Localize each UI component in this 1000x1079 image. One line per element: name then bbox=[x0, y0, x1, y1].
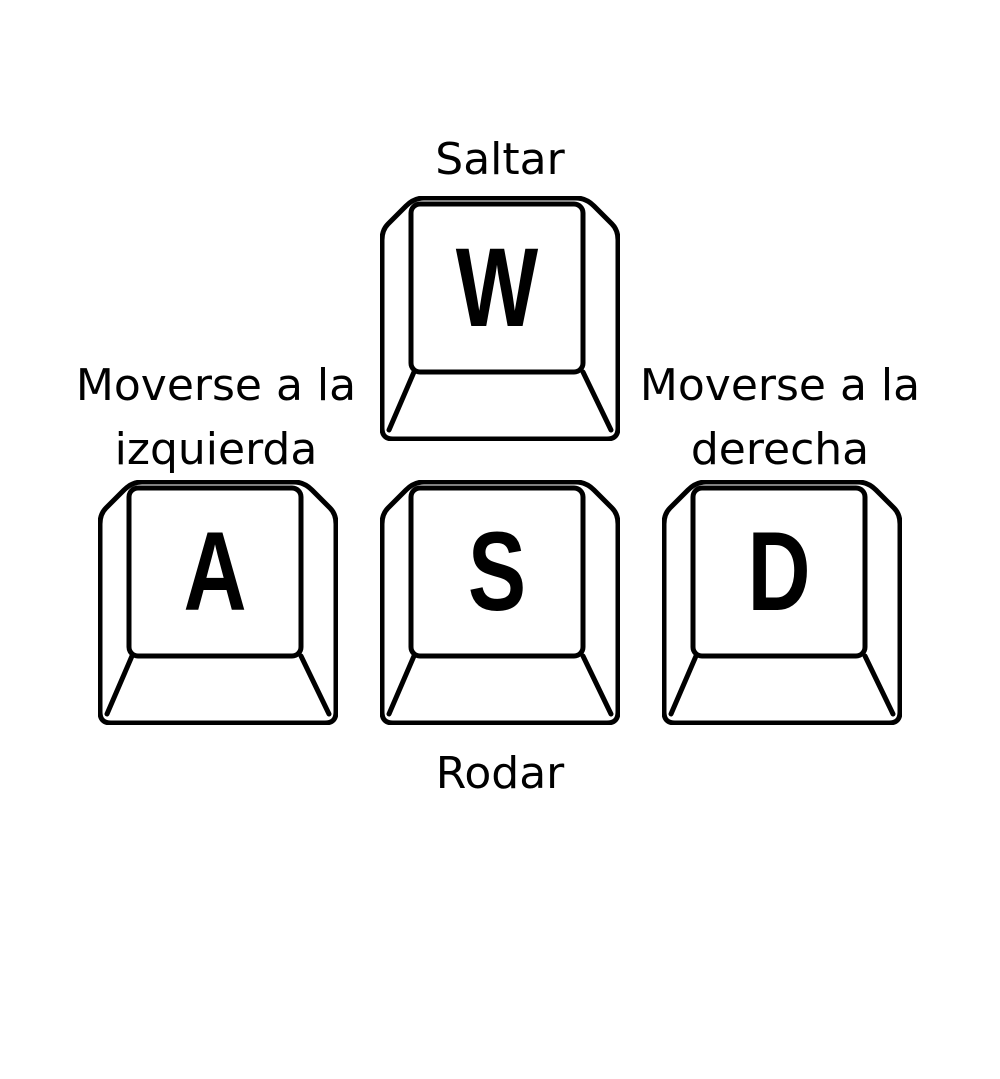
key-w-letter: W bbox=[455, 225, 539, 350]
key-w: W bbox=[380, 196, 620, 441]
label-move-right-line-2: derecha bbox=[690, 424, 870, 475]
label-move-left: Moverse a la izquierda bbox=[58, 354, 374, 482]
label-move-left-line-2: izquierda bbox=[114, 424, 318, 475]
key-s-letter: S bbox=[467, 509, 527, 634]
keycap-icon bbox=[662, 480, 902, 725]
label-roll: Rodar bbox=[350, 742, 650, 806]
key-a: A bbox=[98, 480, 338, 725]
label-jump-text: Saltar bbox=[435, 134, 565, 185]
key-a-letter: A bbox=[183, 509, 247, 634]
key-d-letter: D bbox=[747, 509, 811, 634]
label-jump: Saltar bbox=[350, 128, 650, 192]
key-s: S bbox=[380, 480, 620, 725]
label-move-left-line-1: Moverse a la bbox=[75, 360, 357, 411]
keycap-icon bbox=[380, 480, 620, 725]
label-move-right-line-1: Moverse a la bbox=[639, 360, 921, 411]
key-d: D bbox=[662, 480, 902, 725]
keycap-icon bbox=[380, 196, 620, 441]
label-move-right: Moverse a la derecha bbox=[622, 354, 938, 482]
keycap-icon bbox=[98, 480, 338, 725]
label-roll-text: Rodar bbox=[435, 748, 565, 799]
